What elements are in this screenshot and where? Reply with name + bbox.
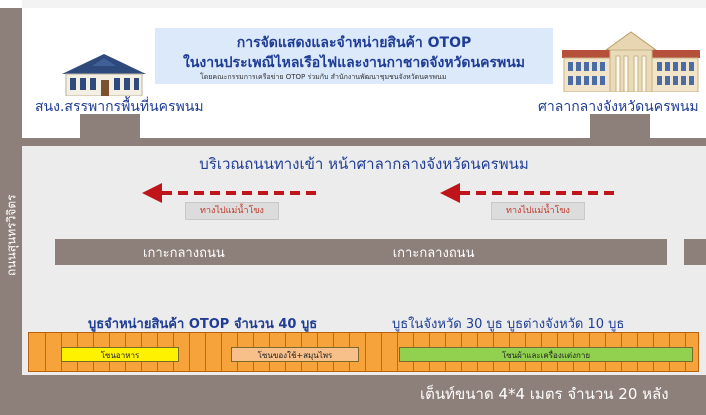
title-box bbox=[155, 28, 553, 84]
booth bbox=[365, 333, 366, 371]
zone-textile: โซนผ้าและเครื่องแต่งกาย bbox=[399, 347, 693, 362]
right-building-road-stub bbox=[590, 114, 650, 142]
top-strip bbox=[22, 0, 706, 8]
revenue-office-label: สนง.สรรพากรพื้นที่นครพนม bbox=[35, 99, 204, 115]
booth bbox=[397, 333, 398, 371]
booth bbox=[221, 333, 222, 371]
arrow-right-label: ทางไปแม่น้ำโขง bbox=[491, 202, 585, 220]
median-island-end bbox=[684, 239, 706, 265]
city-hall-building-icon bbox=[562, 31, 700, 92]
booth-breakdown-title: บูธในจังหวัด 30 บูธ บูธต่างจังหวัด 10 บู… bbox=[392, 317, 625, 332]
booth bbox=[381, 333, 382, 371]
title-line1: การจัดแสดงและจำหน่ายสินค้า OTOP bbox=[236, 35, 472, 51]
entrance-area-title: บริเวณถนนทางเข้า หน้าศาลากลางจังหวัดนครพ… bbox=[199, 155, 529, 173]
booth bbox=[189, 333, 190, 371]
title-line3: โดยคณะกรรมการเครือข่าย OTOP ร่วมกับ สำนั… bbox=[200, 73, 447, 81]
sunthonwichit-road bbox=[0, 8, 22, 415]
median-left-label: เกาะกลางถนน bbox=[143, 245, 225, 261]
arrow-left-label: ทางไปแม่น้ำโขง bbox=[185, 202, 279, 220]
upper-road-band bbox=[22, 138, 706, 146]
left-building-road-stub bbox=[80, 114, 140, 142]
booth bbox=[205, 333, 206, 371]
zone-food: โซนอาหาร bbox=[61, 347, 179, 362]
city-hall-label: ศาลากลางจังหวัดนครพนม bbox=[538, 99, 699, 115]
arrow-to-mekong-right bbox=[440, 183, 614, 203]
revenue-office-building-icon bbox=[62, 54, 146, 96]
median-right-label: เกาะกลางถนน bbox=[392, 245, 475, 261]
road-side-label: ถนนสุนทรวิจิตร bbox=[4, 194, 19, 276]
booth bbox=[45, 333, 46, 371]
zone-herbal: โซนของใช้+สมุนไพร bbox=[231, 347, 359, 362]
booth-total-title: บูธจำหน่ายสินค้า OTOP จำนวน 40 บูธ bbox=[88, 317, 318, 332]
tent-info-text: เต็นท์ขนาด 4*4 เมตร จำนวน 20 หลัง bbox=[420, 385, 669, 403]
arrow-to-mekong-left bbox=[142, 183, 316, 203]
lower-road-band bbox=[22, 375, 706, 415]
booth-row: โซนอาหาร โซนของใช้+สมุนไพร โซนผ้าและเครื… bbox=[28, 332, 699, 372]
median-island: เกาะกลางถนน เกาะกลางถนน bbox=[55, 239, 667, 265]
title-line2: ในงานประเพณีไหลเรือไฟและงานกาชาดจังหวัดน… bbox=[182, 55, 525, 71]
